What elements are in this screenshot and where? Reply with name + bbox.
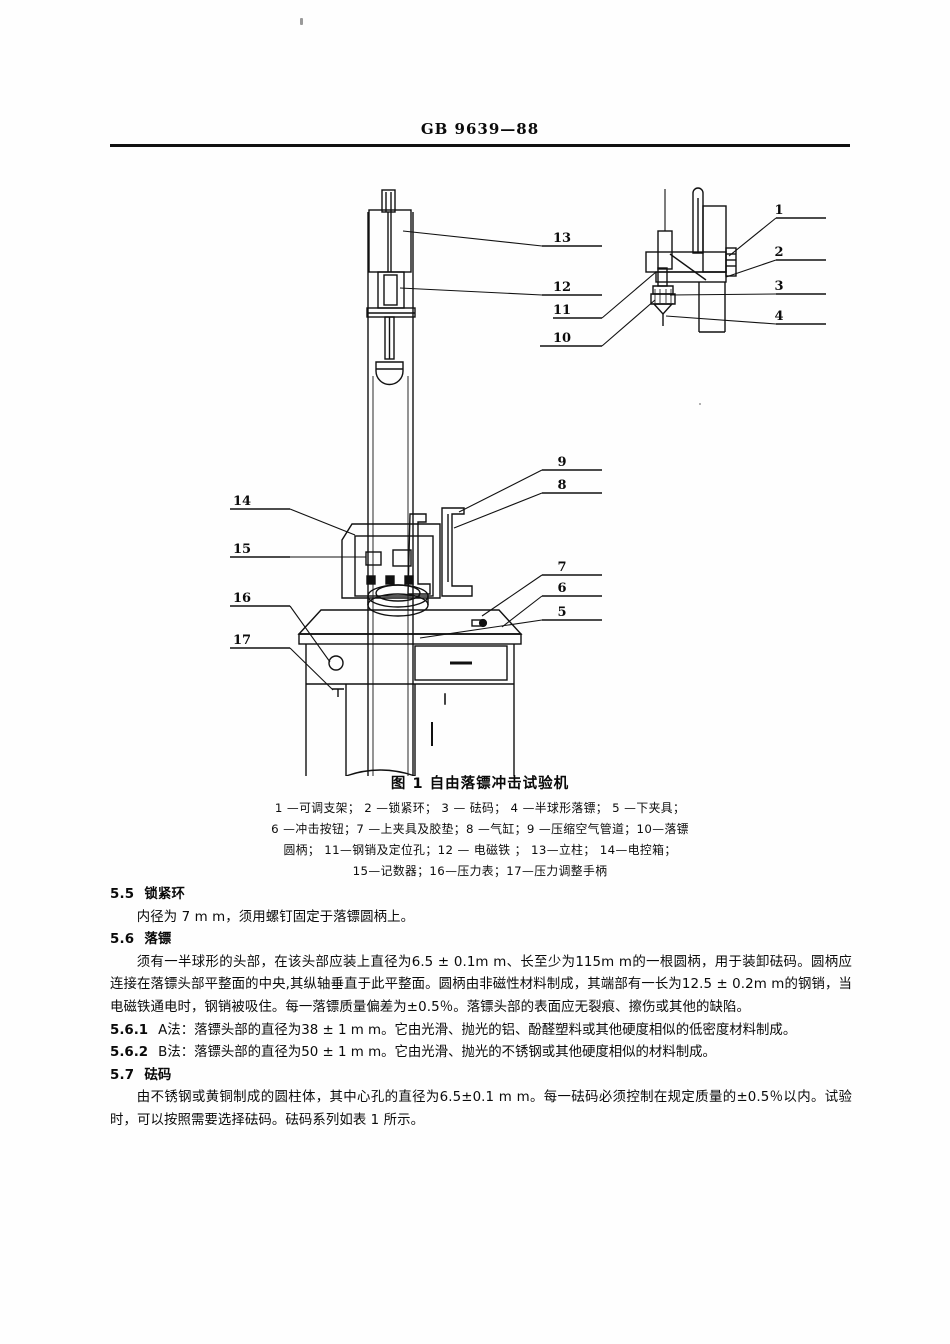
clause-number: 5.7	[110, 1067, 135, 1083]
clause-body-5-5: 内径为 7 m m，须用螺钉固定于落镖圆柄上。	[136, 909, 415, 925]
figure-legend: 1 —可调支架； 2 —锁紧环； 3 — 砝码； 4 —半球形落镖； 5 —下夹…	[110, 798, 850, 882]
header-divider	[110, 144, 850, 147]
clause-body-5-6: 须有一半球形的头部，在该头部应装上直径为6.5 ± 0.1m m、长至少为115…	[110, 954, 852, 1015]
figure-callout-16: 16	[233, 591, 251, 606]
standard-number: GB 9639—88	[420, 120, 540, 138]
figure-callout-10: 10	[553, 331, 571, 346]
figure-caption: 图 1 自由落镖冲击试验机	[390, 776, 570, 792]
clause-5-6-1: 5.6.1 A法：落镖头部的直径为38 ± 1 m m。它由光滑、抛光的铝、酚醛塑…	[110, 1020, 852, 1043]
figure-callout-17: 17	[233, 633, 251, 648]
clause-number: 5.5	[110, 887, 135, 902]
figure-legend-line: 圆柄； 11—钢销及定位孔；12 — 电磁铁 ； 13—立柱； 14—电控箱；	[283, 843, 677, 857]
figure-callout-11: 11	[553, 303, 571, 318]
clause-body-5-6-2: B法：落镖头部的直径为50 ± 1 m m。它由光滑、抛光的不锈钢或其他硬度相似…	[158, 1045, 716, 1061]
clause-body-5-7: 由不锈钢或黄铜制成的圆柱体，其中心孔的直径为6.5±0.1 m m。每一砝码必须…	[110, 1090, 852, 1128]
figure-legend-line: 1 —可调支架； 2 —锁紧环； 3 — 砝码； 4 —半球形落镖； 5 —下夹…	[274, 801, 686, 815]
figure-callout-14: 14	[233, 494, 251, 509]
clause-number: 5.6.1	[110, 1022, 149, 1038]
clause-heading-5-6: 5.6 落镖	[110, 929, 852, 952]
figure-callout-2: 2	[774, 245, 783, 260]
figure-legend-line: 6 —冲击按钮；7 —上夹具及胶垫；8 —气缸；9 —压缩空气管道；10—落镖	[271, 822, 689, 836]
page-header: GB 9639—88	[110, 120, 850, 168]
clause-title: 砝码	[144, 1067, 172, 1083]
clause-title: 落镖	[144, 932, 172, 948]
clause-number: 5.6.2	[110, 1045, 149, 1061]
figure-callout-13: 13	[553, 231, 571, 246]
figure-callout-15: 15	[233, 542, 251, 557]
figure-callout-7: 7	[557, 560, 566, 575]
figure-callout-3: 3	[774, 279, 783, 294]
figure-callout-4: 4	[774, 309, 783, 324]
figure-callout-1: 1	[774, 203, 783, 218]
clause-number: 5.6	[110, 932, 135, 948]
figure-callout-5: 5	[557, 605, 566, 620]
figure-callout-6: 6	[557, 581, 566, 596]
document-body: 5.5 锁紧环 内径为 7 m m，须用螺钉固定于落镖圆柄上。 5.6 落镖 须有一…	[110, 884, 852, 1133]
clause-5-6-2: 5.6.2 B法：落镖头部的直径为50 ± 1 m m。它由光滑、抛光的不锈钢或其…	[110, 1042, 852, 1065]
figure-callout-9: 9	[557, 455, 566, 470]
clause-heading-5-7: 5.7 砝码	[110, 1065, 852, 1088]
clause-body-5-6-1: A法：落镖头部的直径为38 ± 1 m m。它由光滑、抛光的铝、酚醛塑料或其他硬…	[158, 1022, 797, 1038]
scan-artifact	[444, 693, 446, 705]
figure-legend-line: 15—记数器；16—压力表；17—压力调整手柄	[352, 864, 608, 878]
figure-drop-dart-impact-tester: 13 12 11 10 1 2 3 4 9 8 7 6 5 14 15 16 1…	[110, 176, 850, 776]
figure-callout-12: 12	[553, 280, 571, 295]
clause-title: 锁紧环	[144, 887, 186, 902]
scan-artifact	[699, 403, 701, 405]
figure-callout-8: 8	[557, 478, 566, 493]
scan-artifact	[300, 18, 303, 25]
clause-heading-5-5: 5.5 锁紧环	[110, 884, 852, 907]
